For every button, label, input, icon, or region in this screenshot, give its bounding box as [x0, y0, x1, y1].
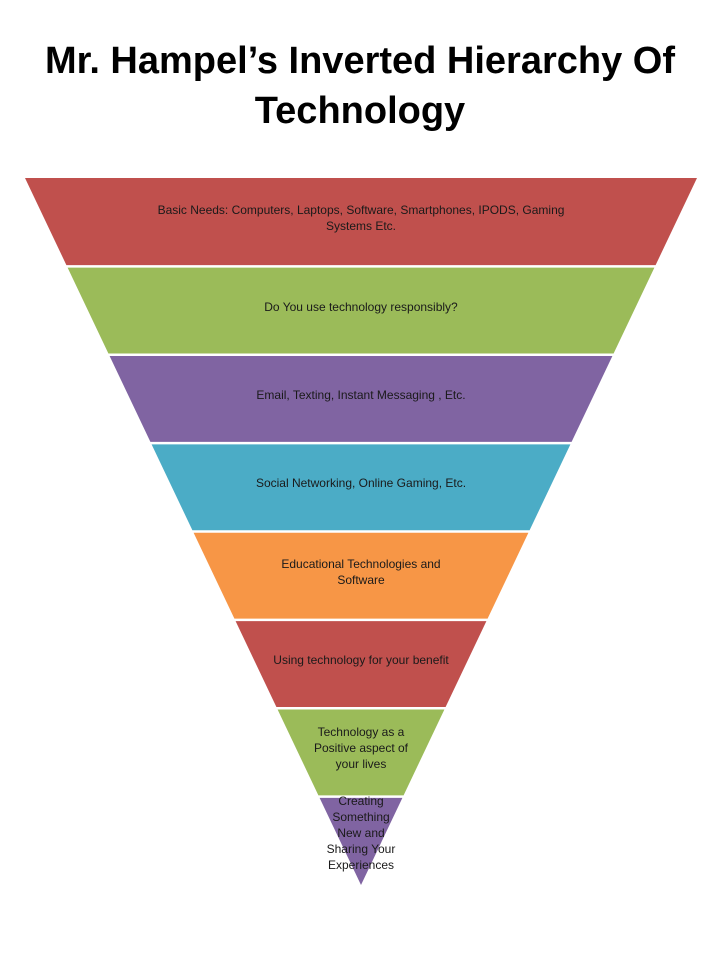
tier-8-label: Creating Something New and Sharing Your … — [326, 793, 396, 872]
tier-4-band — [151, 444, 571, 531]
tier-1-label: Basic Needs: Computers, Laptops, Softwar… — [157, 203, 565, 234]
tier-6-label: Using technology for your benefit — [273, 653, 449, 668]
tier-5-band — [193, 532, 529, 619]
tier-4-label: Social Networking, Online Gaming, Etc. — [255, 476, 467, 491]
tier-3-band — [109, 356, 613, 442]
tier-1-band — [25, 178, 697, 266]
tier-2-band — [67, 267, 655, 354]
page-title: Mr. Hampel’s Inverted Hierarchy Of Techn… — [44, 40, 676, 132]
tier-6-band — [235, 621, 487, 707]
tier-7-band — [277, 709, 445, 796]
tier-3-label: Email, Texting, Instant Messaging , Etc. — [256, 387, 466, 402]
tier-7-label: Technology as a Positive aspect of your … — [313, 725, 409, 772]
tier-5-label: Educational Technologies and Software — [281, 556, 441, 587]
tier-8-band — [319, 797, 403, 885]
tier-2-label: Do You use technology responsibly? — [264, 299, 458, 314]
